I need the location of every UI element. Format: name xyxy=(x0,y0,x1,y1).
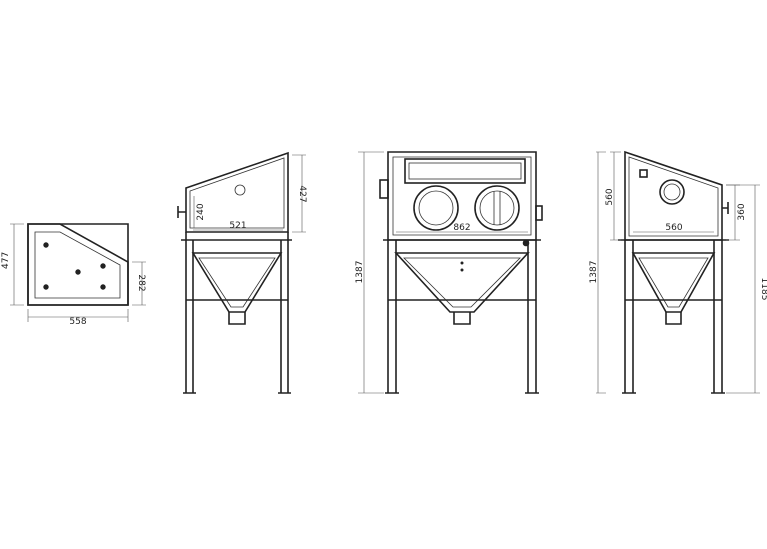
side-latch-left xyxy=(379,179,389,199)
marker-dot xyxy=(460,261,464,265)
glove-port-left xyxy=(413,185,459,231)
base-height-dimension-line xyxy=(726,184,760,394)
base-height-label: 1185 xyxy=(759,278,767,301)
marker-dot xyxy=(460,268,464,272)
side-latch-right xyxy=(535,205,543,221)
hopper-outlet xyxy=(665,312,682,325)
glove-port-right xyxy=(474,185,520,231)
legs xyxy=(624,240,723,393)
side-view-left: 240 521 427 xyxy=(177,151,307,394)
width-label: 560 xyxy=(665,223,682,233)
front-legs xyxy=(387,240,537,393)
cabinet-inner-outline xyxy=(189,157,285,229)
side-handle xyxy=(722,202,729,214)
hopper-inner xyxy=(638,257,709,308)
hopper-outlet xyxy=(228,312,246,325)
front-hopper xyxy=(394,252,530,313)
glove-port-right-inner xyxy=(479,190,515,226)
top-height-dimension-line xyxy=(610,151,621,241)
front-height-label: 360 xyxy=(737,203,747,220)
top-view-inner-outline xyxy=(34,231,121,299)
viewing-window xyxy=(404,158,526,184)
front-cabinet-inner xyxy=(392,156,532,236)
back-height-label: 427 xyxy=(297,185,307,202)
bolt-hole xyxy=(43,242,49,248)
bolt-hole xyxy=(100,284,106,290)
bolt-hole xyxy=(75,269,81,275)
hopper xyxy=(631,252,716,313)
total-height-label: 1387 xyxy=(355,261,365,284)
depth-dimension-line xyxy=(10,223,24,306)
width-label: 558 xyxy=(69,317,86,327)
glove-port-inner xyxy=(663,183,681,201)
side-handle xyxy=(177,206,186,218)
width-label: 862 xyxy=(453,223,470,233)
viewing-window-glass xyxy=(408,162,522,180)
top-view-outline xyxy=(27,223,129,306)
glove-port-hinge xyxy=(493,191,501,225)
side-fitting xyxy=(639,169,648,178)
front-hopper-inner xyxy=(403,257,521,308)
port-hole xyxy=(234,184,246,196)
front-hopper-outlet xyxy=(453,312,471,325)
switch-indicator xyxy=(522,239,530,247)
width-dimension-line xyxy=(27,309,129,322)
hopper xyxy=(191,252,283,313)
top-view: 477 282 558 xyxy=(1,223,146,327)
width-label: 521 xyxy=(229,221,246,231)
height-dimension-line xyxy=(132,261,146,306)
front-height-label: 240 xyxy=(196,203,206,220)
hopper-inner xyxy=(198,257,276,308)
bolt-hole xyxy=(43,284,49,290)
back-height-dimension-line xyxy=(292,154,306,233)
total-height-label: 1387 xyxy=(589,261,599,284)
depth-label: 477 xyxy=(1,252,11,269)
side-view-right: 560 560 360 1387 1185 xyxy=(589,150,767,394)
legs xyxy=(185,232,289,393)
top-height-label: 560 xyxy=(605,188,615,205)
glove-port xyxy=(659,179,685,205)
total-height-dimension-line xyxy=(596,151,606,394)
glove-port-left-inner xyxy=(418,190,454,226)
total-height-dimension-line xyxy=(358,151,384,394)
cabinet-inner-outline xyxy=(628,156,719,237)
height-label: 282 xyxy=(136,274,146,291)
bolt-hole xyxy=(100,263,106,269)
front-view: 862 1387 xyxy=(355,151,543,394)
